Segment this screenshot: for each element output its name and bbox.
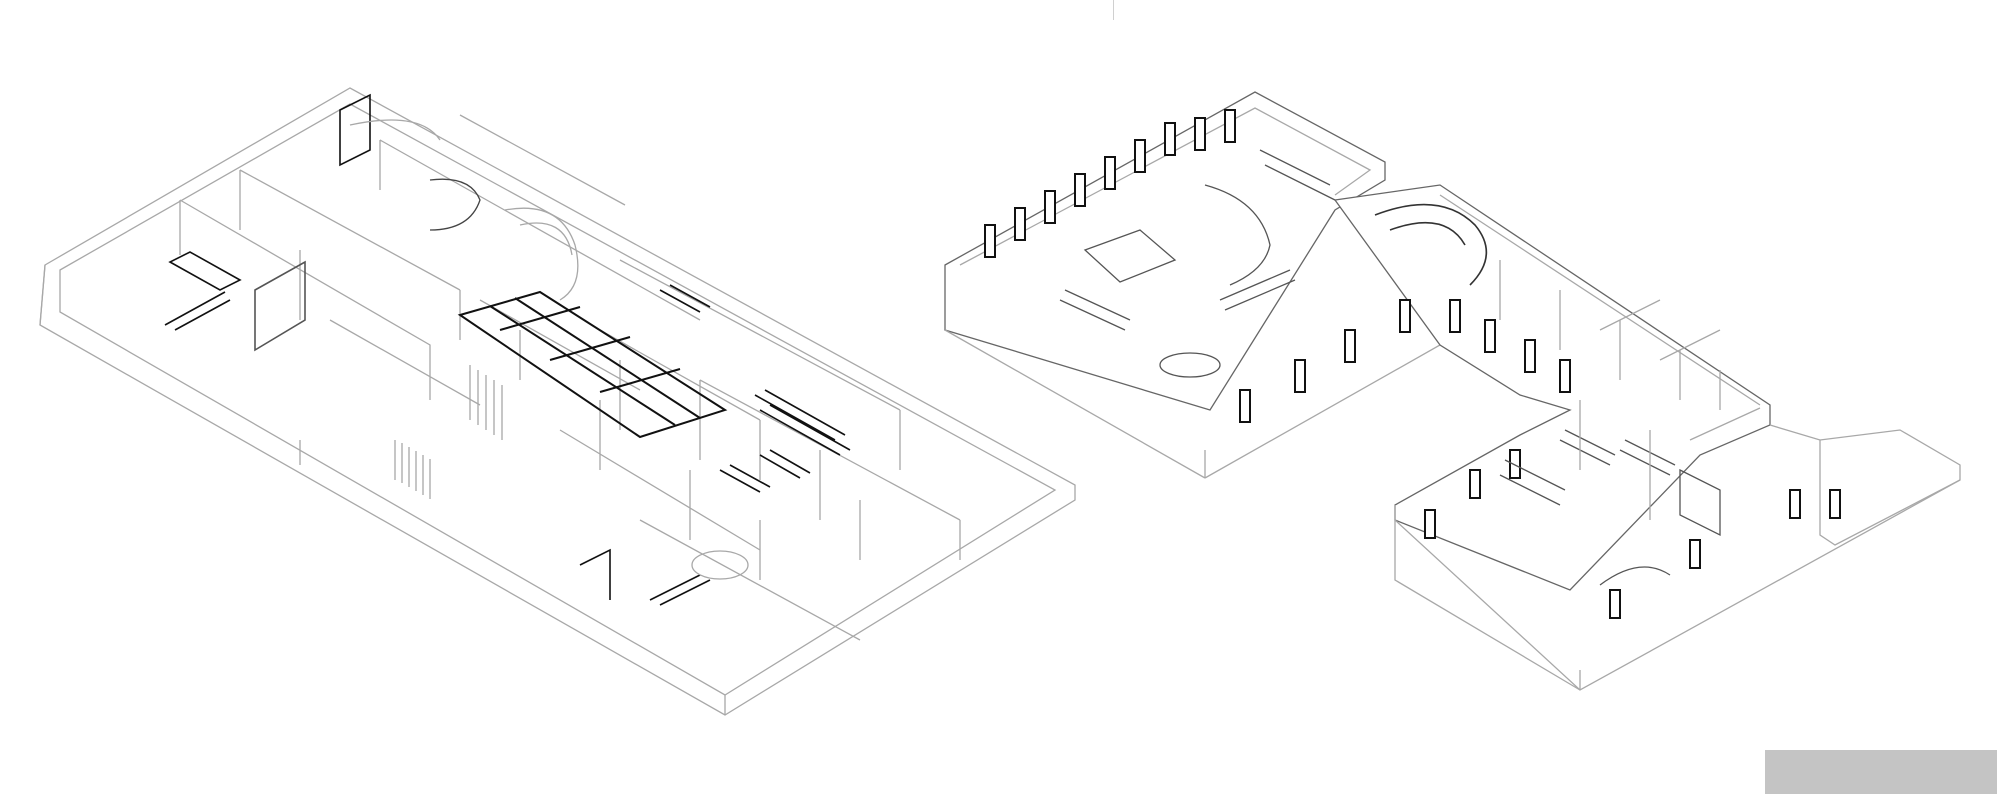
floor-plan-left [39, 87, 1076, 716]
top-tick-mark [1113, 0, 1114, 20]
outer-wall-right-wing [1333, 184, 1771, 591]
wall-inner-edge [59, 103, 1057, 696]
floor-plan-right [944, 91, 1961, 691]
outer-wall-left [39, 87, 1076, 716]
label-placeholder-box [1765, 750, 1997, 794]
